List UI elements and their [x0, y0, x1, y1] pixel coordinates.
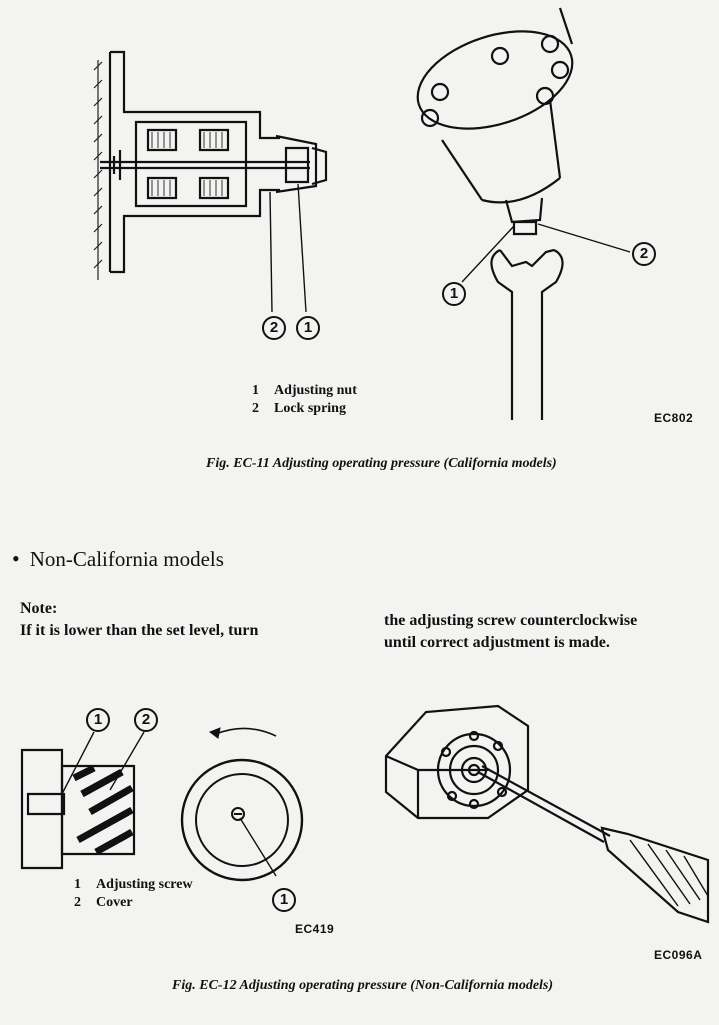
fig11-right-callout-2: 2 — [632, 242, 656, 266]
fig12-screwdriver-drawing — [378, 700, 714, 940]
section-heading: • Non-California models — [12, 546, 224, 572]
fig12-cover-section-drawing — [18, 730, 158, 880]
fig12-code-right: EC096A — [654, 948, 703, 962]
fig11-left-callout-2: 2 — [262, 316, 286, 340]
note-title: Note: — [20, 600, 58, 617]
fig12-callout-1: 1 — [86, 708, 110, 732]
fig11-code: EC802 — [654, 411, 694, 425]
fig12-code-left: EC419 — [295, 922, 335, 936]
fig12-caption: Fig. EC-12 Adjusting operating pressure … — [172, 978, 554, 993]
fig12-circle-callout-1: 1 — [272, 888, 296, 912]
fig11-cross-section-drawing — [80, 40, 340, 300]
note-column-right: the adjusting screw counterclockwise unt… — [384, 610, 637, 654]
section-heading-text: Non-California models — [29, 547, 224, 571]
fig11-right-callout-1: 1 — [442, 282, 466, 306]
bullet-icon: • — [12, 546, 20, 571]
fig11-wrench-drawing — [400, 0, 600, 430]
note-text-right-1: the adjusting screw counterclockwise — [384, 612, 638, 629]
fig12-callout-2: 2 — [134, 708, 158, 732]
fig11-caption: Fig. EC-11 Adjusting operating pressure … — [206, 456, 557, 471]
note-text-right-2: until correct adjustment is made. — [384, 634, 610, 651]
fig12-circle-view-drawing — [176, 724, 316, 894]
fig11-left-callout-1: 1 — [296, 316, 320, 340]
note-column-left: Note: If it is lower than the set level,… — [20, 598, 258, 642]
note-text-left: If it is lower than the set level, turn — [20, 622, 259, 639]
